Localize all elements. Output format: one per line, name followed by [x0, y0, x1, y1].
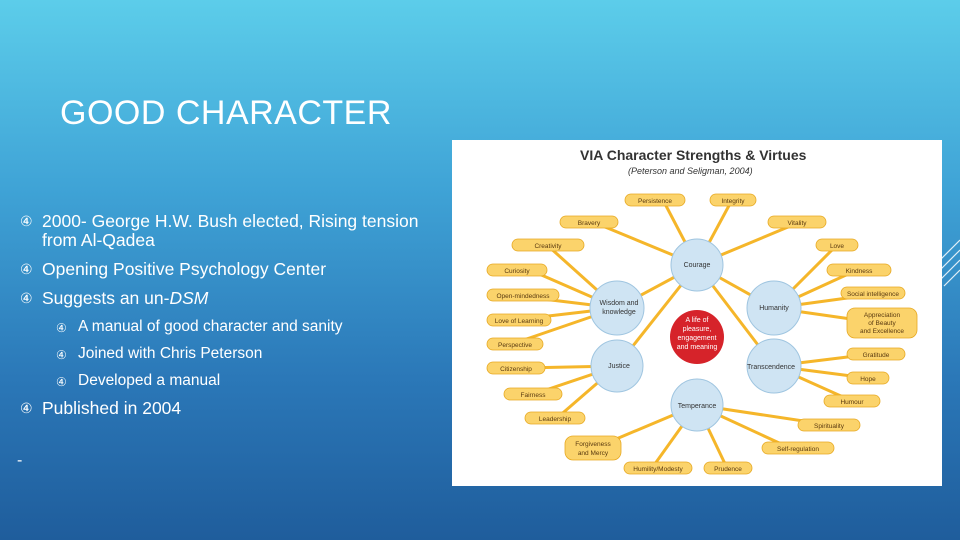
dingbat-bullet-icon: ④ — [20, 213, 33, 229]
strength-gratitude: Gratitude — [863, 352, 890, 359]
strength-vitality: Vitality — [787, 220, 807, 227]
strength-perspective: Perspective — [498, 342, 532, 349]
strength-appreciation: Appreciation — [864, 312, 901, 319]
strength-fairness: Fairness — [521, 392, 547, 399]
strength-prudence: Prudence — [714, 466, 742, 473]
svg-text:A life of: A life of — [686, 317, 709, 324]
slide-title: GOOD CHARACTER — [60, 94, 392, 132]
strength-appreciation: of Beauty — [868, 320, 896, 327]
bullet-text: Published in 2004 — [42, 398, 182, 418]
strength-open-mindedness: Open-mindedness — [496, 293, 550, 300]
sub-bullet-item: ④ Developed a manual — [56, 372, 430, 390]
bullet-list: ④ 2000- George H.W. Bush elected, Rising… — [20, 212, 430, 428]
strength-forgiveness: and Mercy — [578, 450, 609, 457]
bullet-text: 2000- George H.W. Bush elected, Rising t… — [42, 211, 419, 250]
dingbat-bullet-icon: ④ — [20, 290, 33, 306]
sub-bullet-item: ④ A manual of good character and sanity — [56, 318, 430, 336]
bullet-item: ④ Published in 2004 — [20, 399, 430, 418]
strength-hope: Hope — [860, 376, 876, 383]
strength-humility: Humility/Modesty — [633, 466, 683, 473]
bullet-item: ④ Suggests an un-DSM — [20, 289, 430, 308]
virtue-wisdom — [589, 280, 645, 336]
strength-bravery: Bravery — [578, 220, 601, 227]
bullet-item: ④ Opening Positive Psychology Center — [20, 260, 430, 279]
strength-love: Love — [830, 243, 844, 250]
sub-bullet-item: ④ Joined with Chris Peterson — [56, 345, 430, 363]
strength-appreciation: and Excellence — [860, 328, 904, 335]
diagram-title: VIA Character Strengths & Virtues — [580, 147, 807, 163]
virtue-label: Humanity — [759, 305, 789, 312]
via-diagram: VIA Character Strengths & Virtues (Peter… — [486, 147, 918, 475]
virtue-courage — [670, 238, 724, 292]
virtue-justice — [590, 339, 644, 393]
trailing-mark: - — [17, 452, 23, 469]
bullet-text-emphasis: DSM — [169, 288, 209, 308]
virtue-label: Temperance — [678, 403, 717, 410]
strength-persistence: Persistence — [638, 198, 672, 205]
virtue-label: knowledge — [602, 309, 636, 316]
virtue-label: Courage — [684, 262, 711, 269]
bullet-text: Opening Positive Psychology Center — [42, 259, 327, 279]
dingbat-bullet-icon: ④ — [20, 400, 33, 416]
strength-humour: Humour — [840, 399, 864, 406]
virtue-label: Justice — [608, 363, 630, 370]
strength-citizenship: Citizenship — [500, 366, 532, 373]
dingbat-bullet-icon: ④ — [56, 321, 67, 335]
strength-forgiveness: Forgiveness — [575, 441, 611, 448]
center-text: A life of pleasure, engagement and meani… — [677, 317, 718, 351]
diagram-subtitle: (Peterson and Seligman, 2004) — [628, 166, 753, 176]
virtue-label: Wisdom and — [600, 300, 639, 307]
sub-bullet-text: Developed a manual — [78, 372, 221, 389]
virtue-label: Transcendence — [747, 364, 795, 371]
virtue-humanity — [746, 280, 802, 336]
strength-spirituality: Spirituality — [814, 423, 845, 430]
strength-integrity: Integrity — [721, 198, 745, 205]
svg-text:engagement: engagement — [678, 335, 717, 342]
dingbat-bullet-icon: ④ — [56, 375, 67, 389]
strength-leadership: Leadership — [539, 416, 572, 423]
strength-love-of-learning: Love of Learning — [495, 318, 544, 325]
svg-text:and meaning: and meaning — [677, 344, 718, 351]
strength-curiosity: Curiosity — [504, 268, 530, 275]
dingbat-bullet-icon: ④ — [20, 261, 33, 277]
sub-bullet-text: Joined with Chris Peterson — [78, 345, 263, 362]
strength-creativity: Creativity — [534, 243, 562, 250]
center-circle — [670, 310, 724, 364]
virtue-transcendence — [746, 338, 802, 394]
bullet-item: ④ 2000- George H.W. Bush elected, Rising… — [20, 212, 430, 250]
virtue-temperance — [670, 378, 724, 432]
sub-bullet-text: A manual of good character and sanity — [78, 318, 343, 335]
bullet-text: Suggests an un- — [42, 288, 170, 308]
strength-social-intelligence: Social intelligence — [847, 291, 899, 298]
svg-text:pleasure,: pleasure, — [683, 326, 712, 333]
via-diagram-image: VIA Character Strengths & Virtues (Peter… — [452, 140, 942, 486]
strength-self-regulation: Self-regulation — [777, 446, 819, 453]
dingbat-bullet-icon: ④ — [56, 348, 67, 362]
strength-kindness: Kindness — [846, 268, 873, 275]
